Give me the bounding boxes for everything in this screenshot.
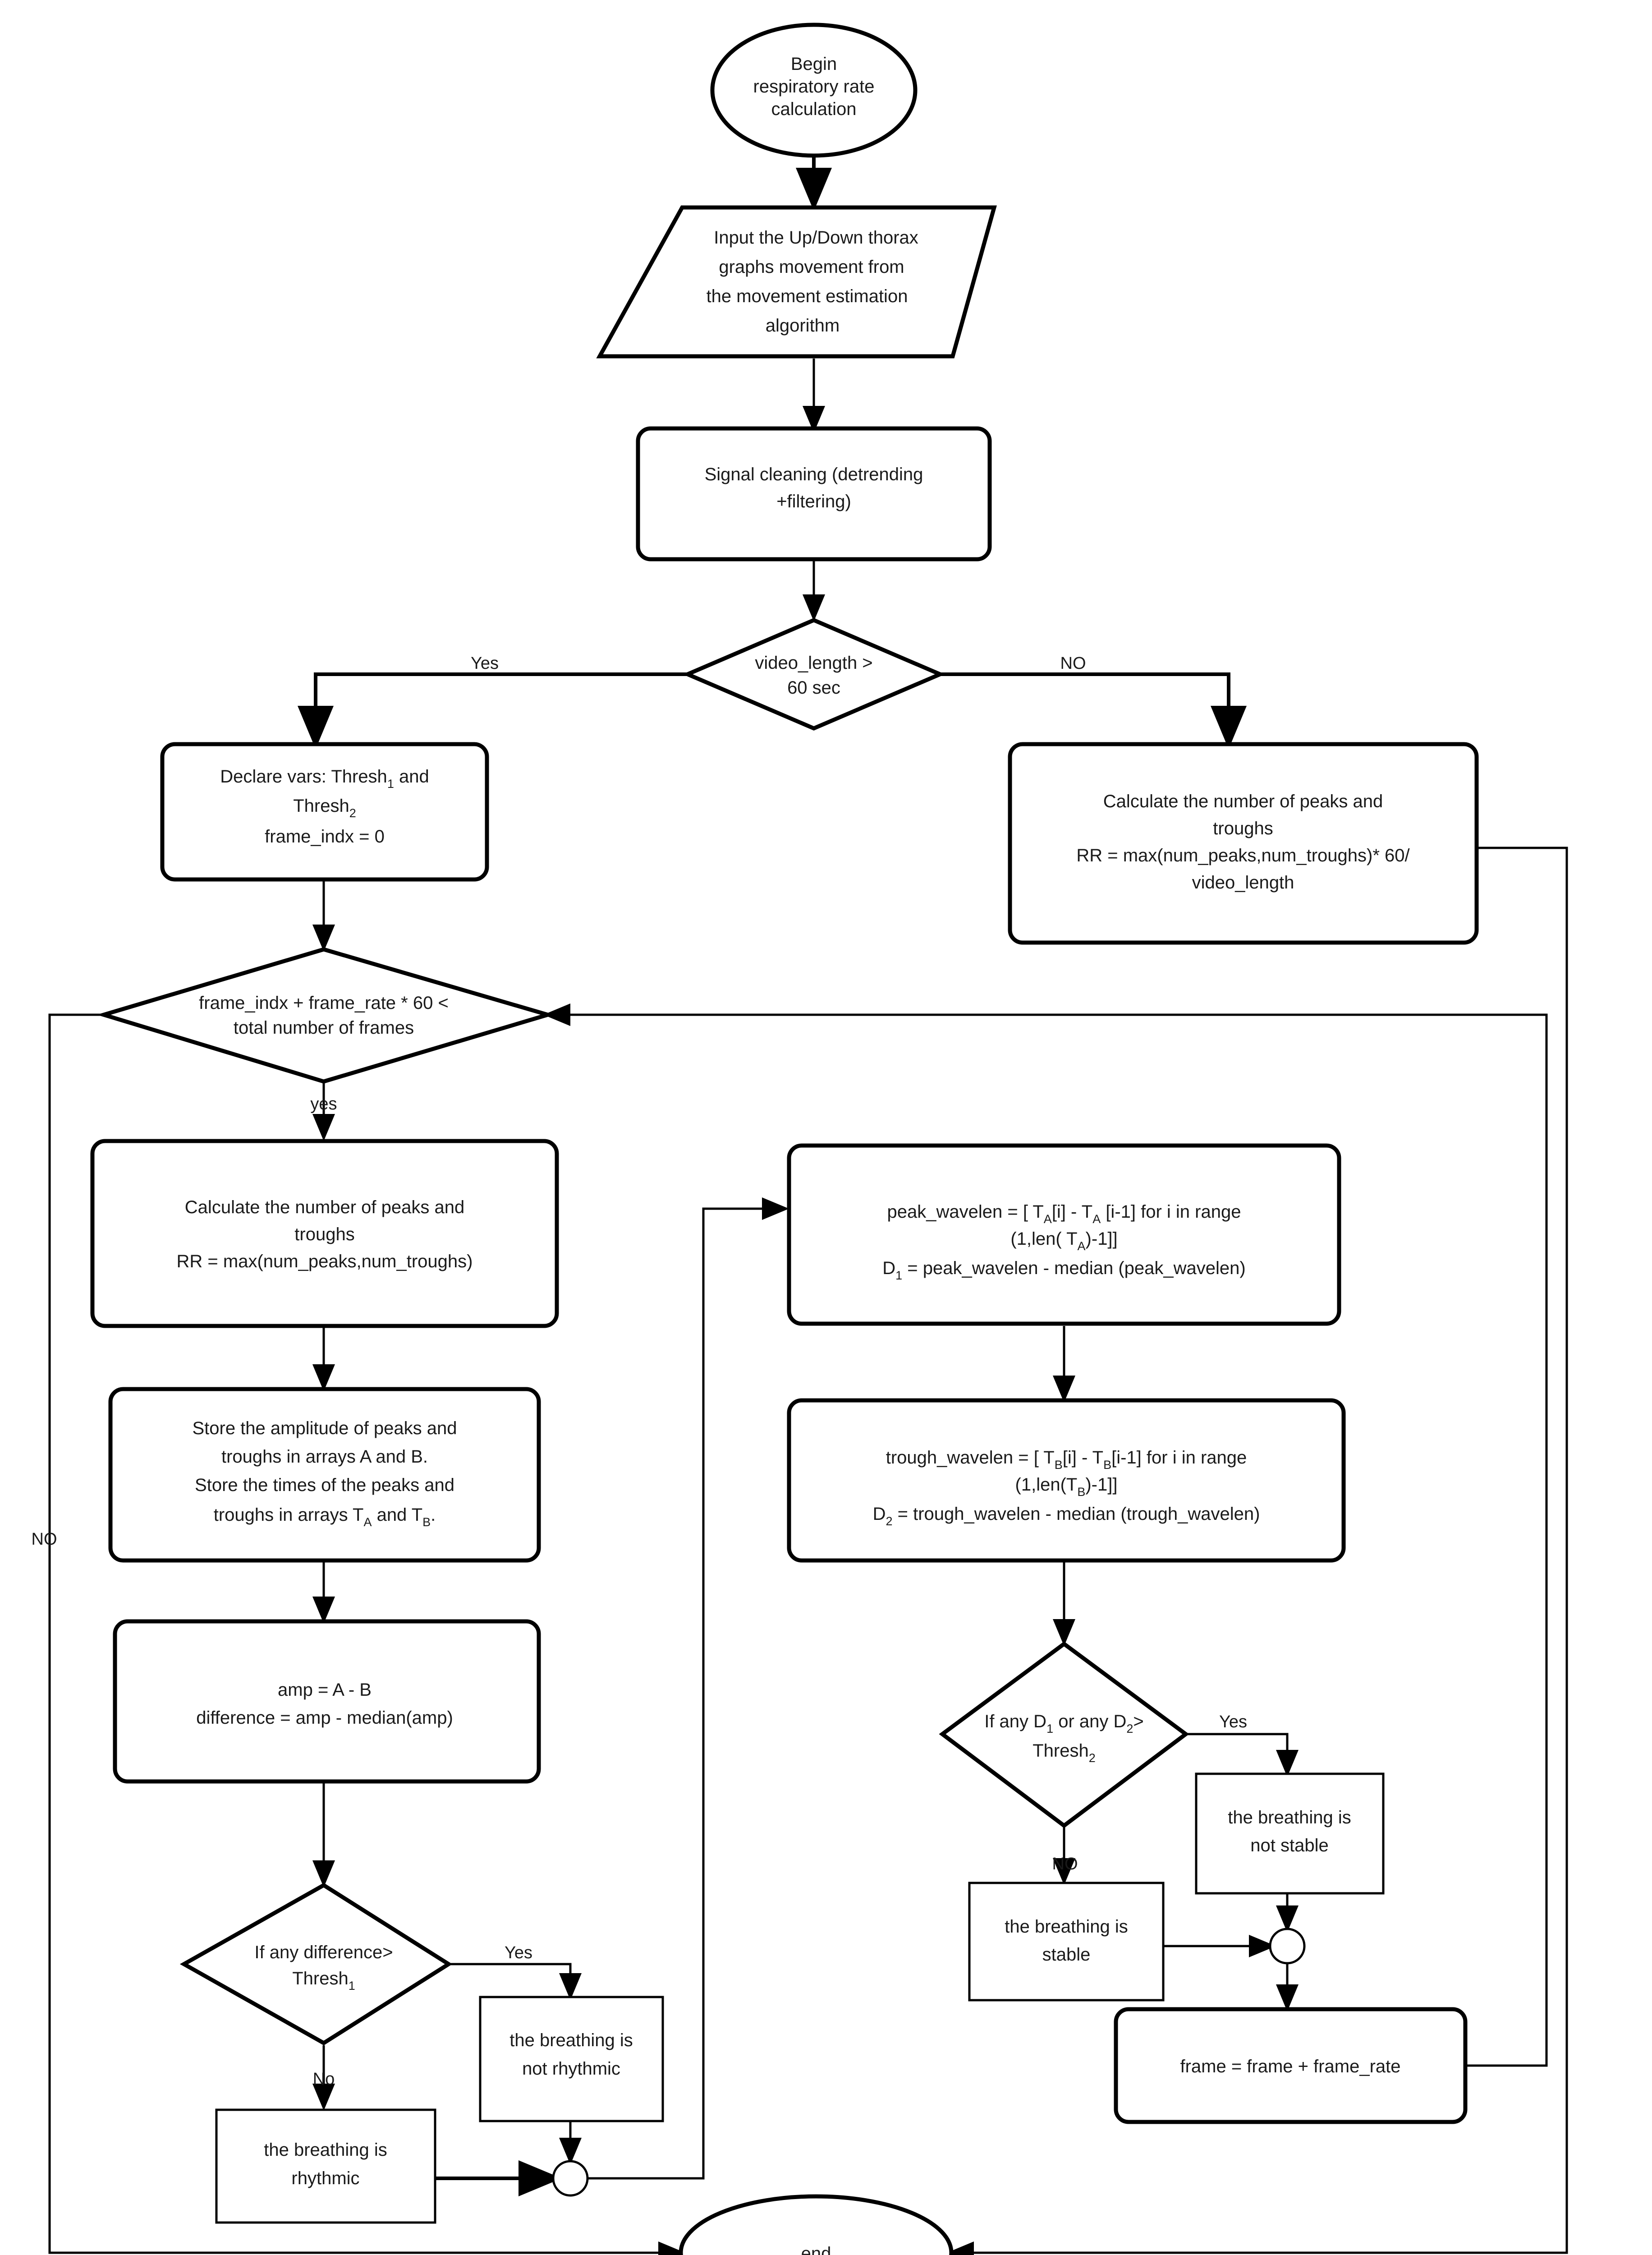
node-start-line-1: respiratory rate [753,77,875,97]
node-decision-length-line-0: video_length > [755,653,872,673]
edge-loop-no-to-end [48,1013,685,2255]
node-rhythmic-line-0: the breathing is [264,2140,387,2160]
edge-label-length-no: NO [1060,654,1086,673]
node-trough-wavelen[interactable] [787,1398,1346,1563]
edge-label-diff-no: No [313,2070,335,2089]
node-stable-line-0: the breathing is [1005,1917,1128,1937]
node-start-line-2: calculation [771,99,856,119]
node-decision-length-line-1: 60 sec [787,678,840,698]
node-loop-condition[interactable] [96,947,555,1084]
node-input-line-0: Input the Up/Down thorax [714,228,918,248]
node-declare-line-2: frame_indx = 0 [265,827,385,847]
edge-label-loop-yes: yes [310,1095,337,1114]
node-end[interactable] [679,2194,954,2255]
node-calcpeaks-line-2: RR = max(num_peaks,num_troughs) [177,1252,473,1271]
node-decisiondiff-line-0: If any difference> [254,1942,393,1962]
node-store-arrays[interactable] [108,1387,541,1563]
node-frame-increment[interactable] [1114,2007,1468,2124]
node-input-line-2: the movement estimation [707,286,908,306]
node-store-line-0: Store the amplitude of peaks and [192,1418,457,1438]
node-end-label: end [801,2244,831,2255]
node-merge-left[interactable] [552,2160,589,2197]
edge-frameinc-to-loop [543,1003,1548,2067]
node-calc-peaks[interactable] [90,1139,559,1328]
edge-label-diff-yes: Yes [505,1943,532,1962]
node-loopcond-line-1: total number of frames [234,1018,414,1038]
node-clean-line-0: Signal cleaning (detrending [705,465,923,484]
node-rhythmic-line-1: rhythmic [291,2168,359,2188]
edge-label-loop-no: NO [32,1530,57,1549]
node-store-line-1: troughs in arrays A and B. [221,1447,428,1467]
edge-d-yes [1186,1733,1299,1777]
edge-decision-no [940,672,1247,749]
node-start-line-0: Begin [791,54,837,74]
edge-rrshort-to-end [947,847,1568,2255]
node-input-line-3: algorithm [766,316,840,336]
edge-label-d-no: NO [1052,1855,1078,1873]
edge-label-length-yes: Yes [471,654,499,673]
node-input[interactable] [596,205,997,359]
node-not-rhythmic[interactable] [479,1996,664,2122]
node-start[interactable] [710,23,918,158]
node-stable-line-1: stable [1042,1945,1091,1965]
node-notstable-line-1: not stable [1250,1836,1328,1855]
node-decision-difference[interactable] [179,1882,453,2046]
node-store-line-2: Store the times of the peaks and [195,1475,454,1495]
node-rr-short[interactable] [1008,742,1479,945]
node-peak-wavelen[interactable] [787,1143,1341,1326]
node-input-line-1: graphs movement from [719,257,904,277]
node-amp-line-0: amp = A - B [278,1680,372,1700]
edge-diff-yes [449,1963,582,2000]
node-rrshort-line-2: RR = max(num_peaks,num_troughs)* 60/ [1076,846,1410,865]
node-decision-d[interactable] [939,1641,1189,1828]
node-decision-video-length[interactable] [682,618,945,731]
node-notrhythmic-line-0: the breathing is [509,2030,633,2050]
node-merge-right[interactable] [1269,1928,1306,1965]
node-clean-line-1: +filtering) [776,492,851,511]
node-signal-cleaning[interactable] [636,426,992,561]
node-not-stable[interactable] [1195,1772,1385,1895]
node-rhythmic[interactable] [215,2108,436,2224]
node-frameinc-line-0: frame = frame + frame_rate [1180,2057,1400,2076]
node-stable[interactable] [968,1882,1165,2002]
node-notstable-line-0: the breathing is [1228,1808,1351,1827]
node-notrhythmic-line-1: not rhythmic [522,2059,620,2079]
edge-decision-yes [298,672,688,749]
node-amp-line-1: difference = amp - median(amp) [196,1708,453,1728]
node-declare-vars[interactable] [160,742,489,882]
node-calcpeaks-line-0: Calculate the number of peaks and [185,1197,464,1217]
node-calcpeaks-line-1: troughs [294,1224,354,1244]
node-amp-difference[interactable] [113,1619,541,1784]
edge-label-d-yes: Yes [1219,1712,1247,1731]
node-loopcond-line-0: frame_indx + frame_rate * 60 < [199,993,449,1013]
edge-merge-to-peakwavelen [586,1197,789,2180]
node-rrshort-line-0: Calculate the number of peaks and [1103,792,1383,811]
node-rrshort-line-1: troughs [1213,819,1273,838]
node-rrshort-line-3: video_length [1192,873,1294,893]
